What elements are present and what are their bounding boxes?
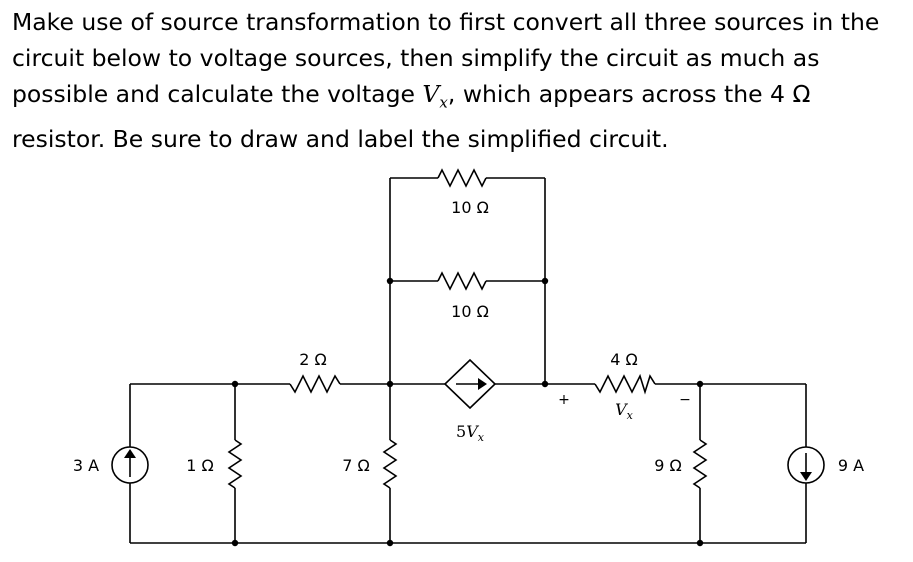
- problem-line-3-pre: possible and calculate the voltage: [12, 80, 423, 108]
- label-r9: 9 Ω: [654, 456, 682, 475]
- vx-sub: x: [627, 409, 634, 422]
- node-dot: [541, 277, 549, 285]
- label-r2: 2 Ω: [299, 350, 327, 369]
- node-dot: [386, 277, 394, 285]
- current-source-right: [787, 446, 825, 484]
- problem-statement: Make use of source transformation to fir…: [12, 4, 907, 157]
- label-r4: 4 Ω: [610, 350, 638, 369]
- label-r1: 1 Ω: [186, 456, 214, 475]
- node-dot: [541, 380, 549, 388]
- resistor-10ohm-mid: [437, 271, 487, 291]
- problem-line-2: circuit below to voltage sources, then s…: [12, 44, 820, 72]
- problem-line-3: possible and calculate the voltage Vx, w…: [12, 76, 907, 121]
- label-r7: 7 Ω: [342, 456, 370, 475]
- vx-symbol-var: V: [422, 80, 440, 108]
- node-dot: [386, 539, 394, 547]
- polarity-minus: −: [679, 392, 691, 408]
- vx-var: V: [615, 400, 628, 419]
- node-dot: [231, 539, 239, 547]
- vx-symbol-sub: x: [439, 93, 448, 112]
- label-src-right: 9 A: [838, 456, 864, 475]
- resistor-2ohm: [289, 374, 341, 394]
- problem-line-4: resistor. Be sure to draw and label the …: [12, 124, 669, 153]
- node-dot: [386, 380, 394, 388]
- arrow-up-head: [124, 449, 136, 458]
- arrow-down-head: [800, 472, 812, 481]
- dep-source-sub: x: [478, 431, 485, 444]
- dep-source-coef: 5: [456, 422, 466, 441]
- label-vx: Vx: [615, 400, 634, 422]
- resistor-10ohm-top: [437, 168, 487, 188]
- label-src-left: 3 A: [73, 456, 99, 475]
- arrow-right-head: [478, 378, 487, 390]
- current-source-left-circle: [111, 446, 149, 484]
- polarity-plus: +: [558, 392, 570, 408]
- resistor-7ohm: [382, 439, 398, 489]
- dependent-source-diamond: [443, 358, 497, 410]
- problem-line-1: Make use of source transformation to fir…: [12, 8, 880, 36]
- dependent-current-source: [443, 358, 497, 410]
- problem-line-3-post: , which appears across the 4 Ω: [447, 80, 811, 108]
- current-source-left: [111, 446, 149, 484]
- node-dot: [231, 380, 239, 388]
- dep-source-var: V: [466, 422, 479, 441]
- label-dep-source: 5Vx: [456, 422, 485, 444]
- node-dot: [696, 539, 704, 547]
- vx-symbol: Vx: [422, 80, 447, 112]
- label-r10-top: 10 Ω: [451, 198, 489, 217]
- current-source-right-circle: [787, 446, 825, 484]
- resistor-4ohm: [594, 373, 656, 395]
- resistor-1ohm: [227, 439, 243, 489]
- resistor-9ohm: [692, 439, 708, 489]
- node-dot: [696, 380, 704, 388]
- label-r10-mid: 10 Ω: [451, 302, 489, 321]
